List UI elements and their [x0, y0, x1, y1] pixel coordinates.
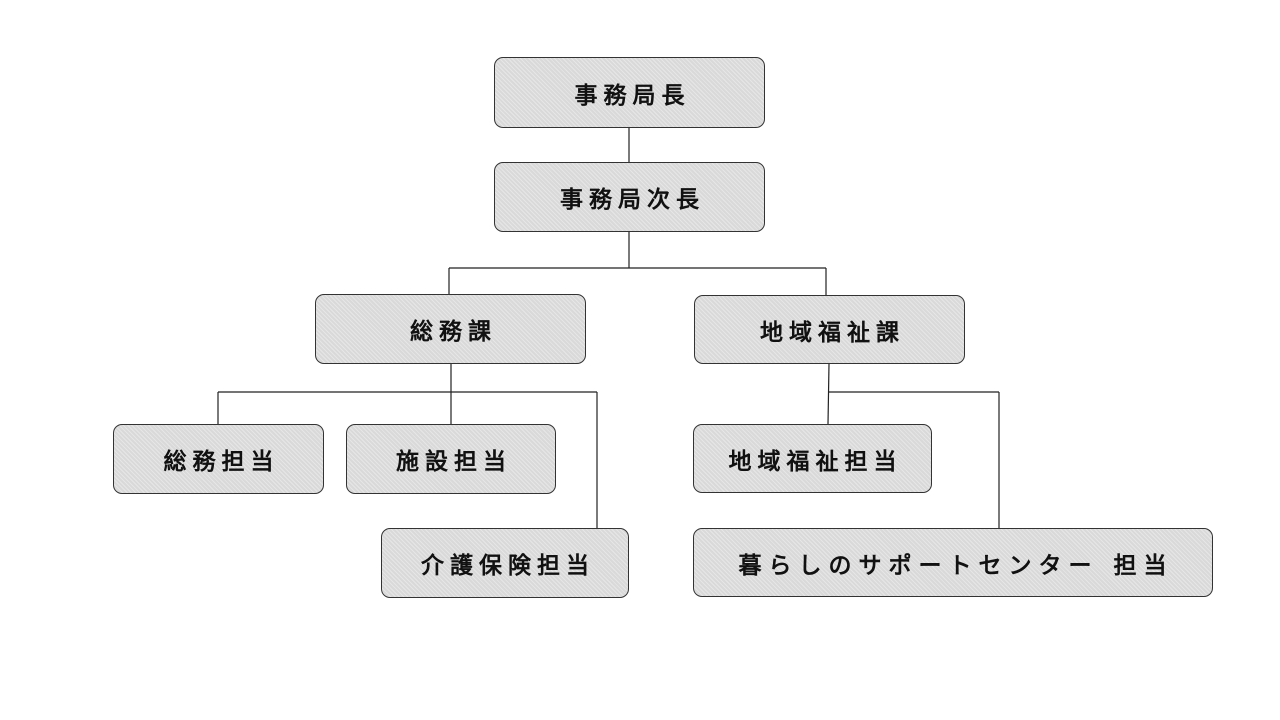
general-affairs-staff-box: 総務担当 [113, 424, 324, 494]
care-insurance-staff-label: 介護保険担当 [421, 553, 595, 579]
care-insurance-staff-box: 介護保険担当 [381, 528, 629, 598]
general-affairs-staff-label: 総務担当 [163, 449, 280, 475]
regional-welfare-staff-label: 地域福祉担当 [728, 448, 903, 475]
general-affairs-division-box: 総務課 [315, 294, 586, 364]
living-support-center-staff-box: 暮らしのサポートセンター 担当 [693, 528, 1213, 597]
director-box: 事務局長 [494, 57, 765, 128]
facilities-staff-box: 施設担当 [346, 424, 556, 494]
director-label: 事務局長 [574, 82, 691, 109]
deputy-director-label: 事務局次長 [560, 187, 705, 213]
connector-regional-welfare-down [827, 363, 830, 425]
facilities-staff-label: 施設担当 [396, 449, 512, 475]
general-affairs-division-label: 総務課 [410, 319, 497, 345]
regional-welfare-division-box: 地域福祉課 [694, 295, 965, 364]
living-support-center-staff-label: 暮らしのサポートセンター 担当 [738, 552, 1174, 579]
regional-welfare-division-label: 地域福祉課 [760, 319, 905, 346]
deputy-director-box: 事務局次長 [494, 162, 765, 232]
regional-welfare-staff-box: 地域福祉担当 [693, 424, 932, 493]
